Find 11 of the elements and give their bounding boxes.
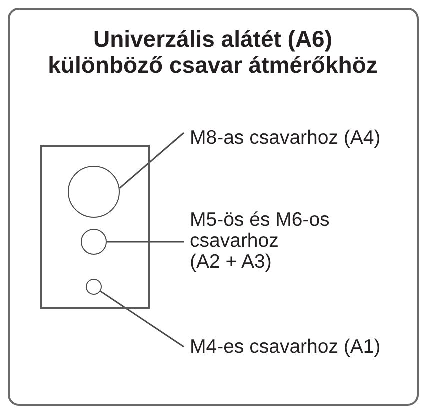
hole-circle (86, 279, 102, 295)
callout-label: M5-ös és M6-os csavarhoz (A2 + A3) (184, 210, 350, 273)
washer-plate (40, 145, 150, 309)
diagram-title: Univerzális alátét (A6) különböző csavar átmérőkhöz (47, 26, 379, 78)
leader-line (107, 241, 184, 243)
hole-circle (68, 166, 120, 218)
leader-line (100, 290, 184, 348)
hole-circle (81, 229, 107, 255)
callout-label: M8-as csavarhoz (A4) (184, 128, 404, 149)
leader-line (119, 132, 184, 189)
callout-label: M4-es csavarhoz (A1) (184, 337, 404, 358)
